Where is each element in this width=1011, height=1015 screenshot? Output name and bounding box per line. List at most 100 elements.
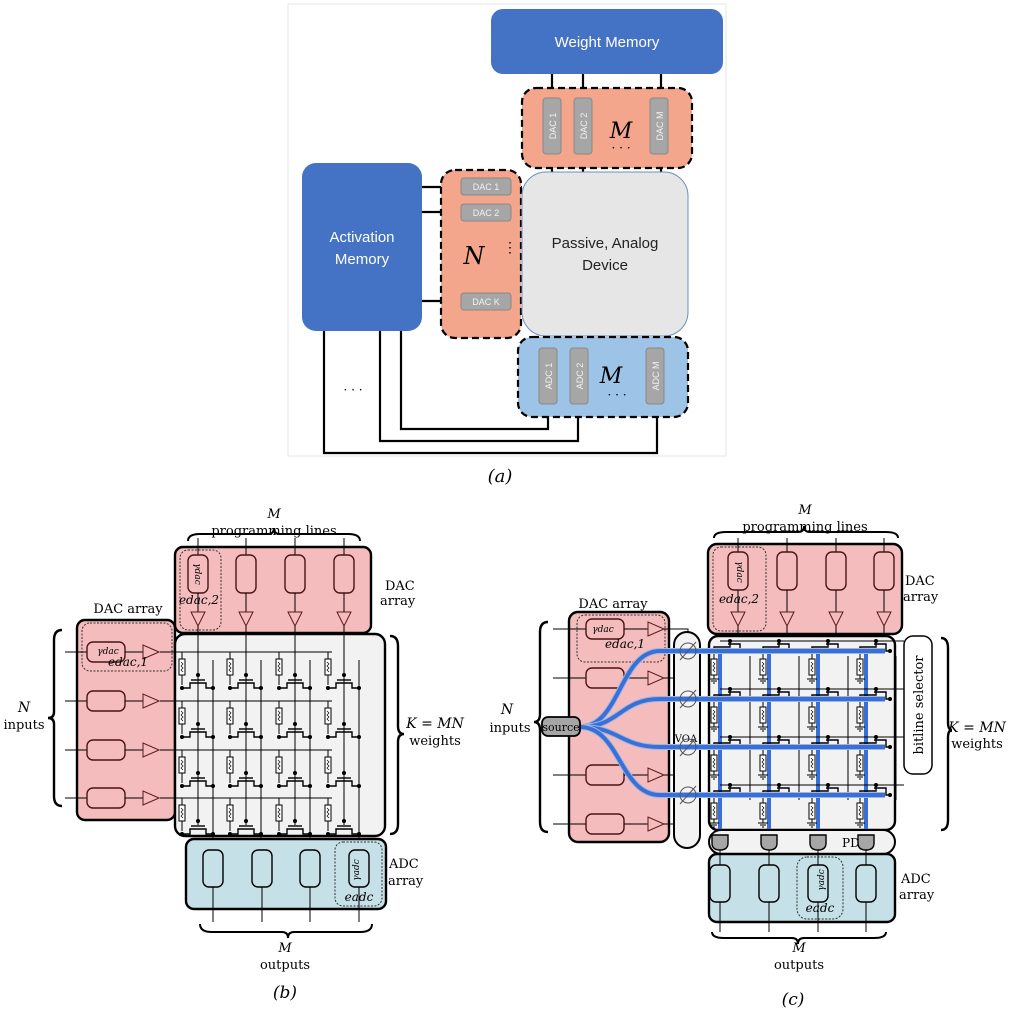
c-gamma-dac-1: γdac	[592, 625, 614, 635]
junction-dot	[228, 832, 232, 836]
memristor-icon	[226, 804, 234, 822]
c-top-brace	[713, 525, 899, 539]
resistor-icon	[759, 658, 767, 676]
junction-dot	[211, 686, 215, 690]
memristor-icon	[178, 707, 186, 725]
b-dac-left-label: DAC array	[93, 602, 163, 617]
resistor-icon	[710, 754, 718, 772]
c-gamma-adc: γadc	[817, 869, 827, 891]
junction-dot	[244, 673, 248, 677]
adc-2: ADC 2	[569, 347, 589, 405]
junction-dot	[293, 673, 297, 677]
b-inputs-brace	[47, 628, 63, 808]
junction-dot	[326, 784, 330, 788]
top-dac-2-label: DAC 2	[579, 113, 589, 140]
junction-dot	[357, 784, 361, 788]
c-weights-k: K = MN	[947, 720, 1006, 736]
junction-dot	[308, 686, 312, 690]
junction-dot	[826, 783, 830, 787]
junction-dot	[211, 784, 215, 788]
left-dac-1: DAC 1	[460, 177, 512, 196]
c-adcs	[709, 850, 877, 932]
junction-dot	[228, 686, 232, 690]
voa-slash	[679, 641, 697, 661]
top-dac-m: DAC M	[649, 97, 669, 155]
transistor-icon	[182, 731, 213, 738]
c-bitline-selector-label: bitline selector	[912, 655, 927, 755]
junction-dot	[342, 722, 346, 726]
panel-a: Weight Memory DAC 1 DAC 2 DAC M M · · · …	[287, 3, 727, 487]
c-outputs-brace	[711, 931, 887, 945]
transistor-icon	[328, 682, 359, 689]
voa-icon	[679, 690, 697, 708]
activation-memory-block	[302, 163, 422, 331]
b-outputs-label: outputs	[260, 958, 310, 973]
b-e-dac-1: edac,1	[108, 655, 148, 669]
resistor-icon	[856, 706, 864, 724]
memristor-icon	[178, 804, 186, 822]
junction-dot	[342, 771, 346, 775]
junction-dot	[308, 735, 312, 739]
c-gamma-dac-2: γdac	[734, 561, 744, 583]
transistor-icon	[230, 828, 261, 835]
resistor-icon	[759, 706, 767, 724]
adc-1-label: ADC 1	[544, 363, 554, 390]
top-dac-group-m: M	[609, 119, 633, 144]
c-inputs-brace	[533, 620, 549, 834]
memristor-icon	[324, 756, 332, 774]
c-inputs-n: N	[500, 702, 514, 718]
adc-m: ADC M	[645, 347, 665, 405]
b-dac-top-label-1: DAC	[385, 579, 415, 594]
top-dac-m-label: DAC M	[655, 112, 665, 141]
photodetector-icon	[857, 834, 875, 851]
b-weights-k: K = MN	[405, 716, 464, 732]
top-dac-1: DAC 1	[542, 97, 562, 155]
c-outputs-label: outputs	[774, 958, 824, 973]
junction-dot	[244, 722, 248, 726]
memristor-icon	[178, 658, 186, 676]
b-weights-label: weights	[409, 734, 461, 749]
activation-memory-label-1: Activation	[329, 229, 394, 246]
b-weights-brace	[389, 634, 405, 836]
b-adc-label-1: ADC	[388, 857, 419, 872]
b-outputs-brace	[199, 923, 373, 939]
transistor-icon	[230, 682, 261, 689]
resistor-icon	[808, 754, 816, 772]
junction-dot	[826, 735, 830, 739]
b-left-dac-array	[75, 618, 177, 822]
junction-dot	[293, 771, 297, 775]
c-dac-top-label-1: DAC	[905, 574, 935, 589]
resistor-icon	[808, 802, 816, 820]
junction-dot	[180, 686, 184, 690]
junction-dot	[308, 784, 312, 788]
memristor-icon	[275, 804, 283, 822]
b-outputs-m: M	[277, 941, 292, 956]
voa-icon	[679, 786, 697, 804]
transistor-icon	[182, 828, 213, 835]
photodetector-icon	[760, 834, 778, 851]
junction-dot	[259, 832, 263, 836]
panel-b: M programming lines DAC array γdac edac,…	[3, 507, 464, 1003]
b-gamma-adc: γadc	[352, 859, 362, 881]
voa-icon	[679, 642, 697, 660]
junction-dot	[228, 784, 232, 788]
top-dac-1-label: DAC 1	[548, 113, 558, 140]
b-gamma-dac-2: γdac	[192, 563, 202, 585]
left-dac-1-label: DAC 1	[473, 182, 500, 192]
junction-dot	[326, 832, 330, 836]
c-adc-highlight	[796, 856, 844, 920]
resistor-icon	[856, 754, 864, 772]
c-adc-array	[707, 852, 897, 924]
b-left-dac-highlight	[81, 622, 173, 672]
c-weights-label: weights	[951, 737, 1003, 752]
c-top-m: M	[797, 503, 812, 518]
voa-icon	[679, 738, 697, 756]
c-pd-label: PD	[842, 836, 860, 850]
top-dac-2: DAC 2	[573, 97, 593, 155]
memristor-icon	[324, 707, 332, 725]
c-left-dac-highlight	[576, 614, 666, 663]
junction-dot	[277, 784, 281, 788]
junction-dot	[357, 832, 361, 836]
c-source-label: source	[542, 721, 579, 734]
b-dac-top-label-2: array	[380, 594, 416, 609]
